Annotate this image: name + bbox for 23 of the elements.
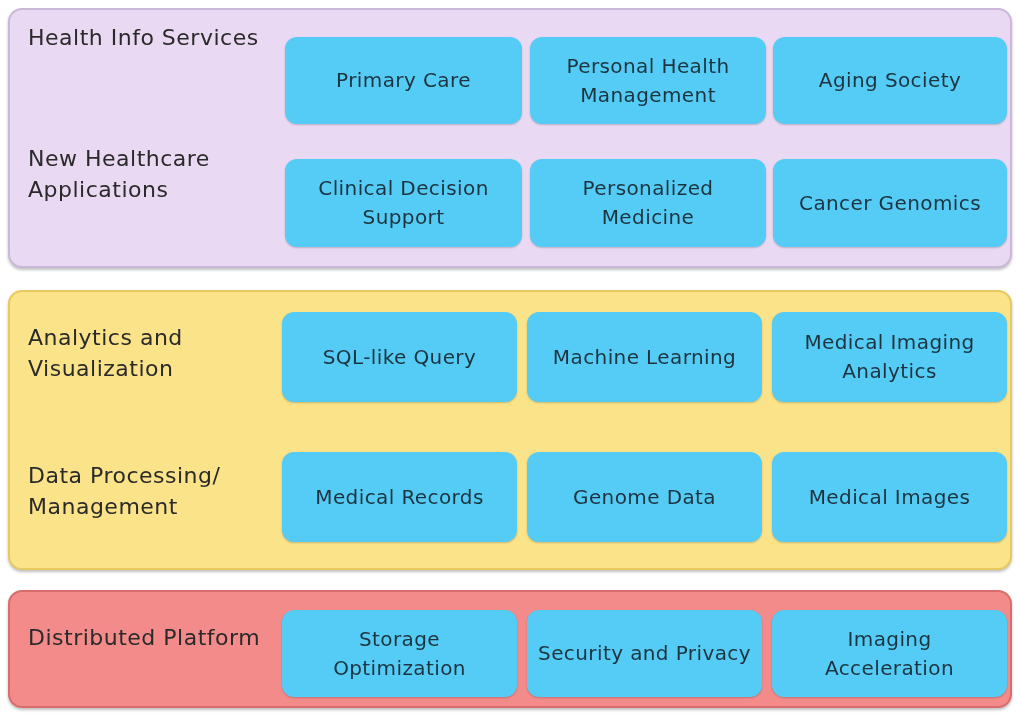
component-box: Storage Optimization	[282, 610, 517, 697]
component-box: Clinical Decision Support	[285, 159, 522, 247]
component-box: Cancer Genomics	[773, 159, 1007, 247]
layer-panel	[8, 8, 1012, 268]
component-box: Aging Society	[773, 37, 1007, 124]
layer-heading: Data Processing/ Management	[28, 462, 222, 521]
component-box: Personalized Medicine	[530, 159, 766, 247]
component-box: Medical Images	[772, 452, 1007, 542]
component-box: Security and Privacy	[527, 610, 762, 697]
layer-heading: Distributed Platform	[28, 624, 262, 652]
layer-panel	[8, 290, 1012, 570]
component-box: Machine Learning	[527, 312, 762, 402]
component-box: Primary Care	[285, 37, 522, 124]
layer-panel	[8, 590, 1012, 708]
component-box: Imaging Acceleration	[772, 610, 1007, 697]
layer-heading: Analytics and Visualization	[28, 324, 184, 383]
component-box: Personal Health Management	[530, 37, 766, 124]
component-box: Genome Data	[527, 452, 762, 542]
layer-heading: Health Info Services	[28, 24, 260, 52]
layer-heading: New Healthcare Applications	[28, 145, 211, 204]
component-box: Medical Records	[282, 452, 517, 542]
component-box: SQL-like Query	[282, 312, 517, 402]
component-box: Medical Imaging Analytics	[772, 312, 1007, 402]
